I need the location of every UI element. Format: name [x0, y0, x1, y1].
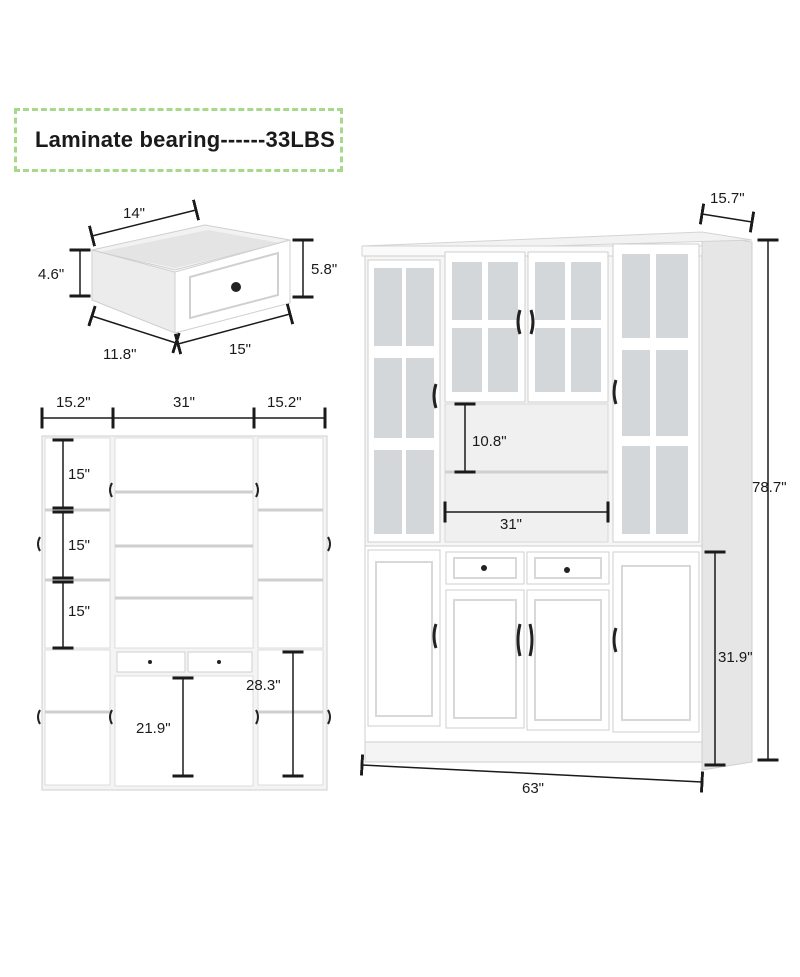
drawer-front-height-label: 5.8" — [311, 261, 337, 278]
shelf-2-height-label: 15" — [68, 537, 90, 554]
interior-dimensions: 15.2" 31" 15.2" 15" 15" 15" 21.9" 28.3" — [40, 394, 327, 778]
drawer-illustration — [91, 224, 291, 334]
drawer-side-height-label: 4.6" — [38, 266, 64, 283]
interior-center-width-label: 31" — [173, 394, 195, 411]
cabinet-depth-label: 15.7" — [710, 190, 745, 207]
load-capacity-text: Laminate bearing------33LBS — [35, 127, 335, 152]
drawer-depth-label: 11.8" — [103, 346, 136, 363]
drawer-knob-icon — [231, 282, 241, 292]
niche-height-label: 10.8" — [472, 433, 507, 450]
drawer-dimensions: 14" 5.8" 4.6" 11.8" 15" — [38, 199, 337, 363]
lower-opening-height-label: 21.9" — [136, 720, 171, 737]
cabinet-width-label: 63" — [522, 780, 544, 797]
cabinet-dimensions: 15.7" 78.7" 10.8" 31" 31.9" 63" — [359, 190, 787, 797]
interior-left-width-label: 15.2" — [56, 394, 91, 411]
cabinet-illustration — [361, 231, 753, 771]
drawer-width-label: 14" — [123, 205, 145, 222]
interior-right-width-label: 15.2" — [267, 394, 302, 411]
base-height-label: 31.9" — [718, 649, 753, 666]
shelf-1-height-label: 15" — [68, 466, 90, 483]
load-capacity-banner: Laminate bearing------33LBS — [14, 108, 343, 172]
cabinet-height-label: 78.7" — [752, 479, 787, 496]
lower-cabinet-height-label: 28.3" — [246, 677, 281, 694]
shelf-3-height-label: 15" — [68, 603, 90, 620]
niche-width-label: 31" — [500, 516, 522, 533]
drawer-front-width-label: 15" — [229, 341, 251, 358]
